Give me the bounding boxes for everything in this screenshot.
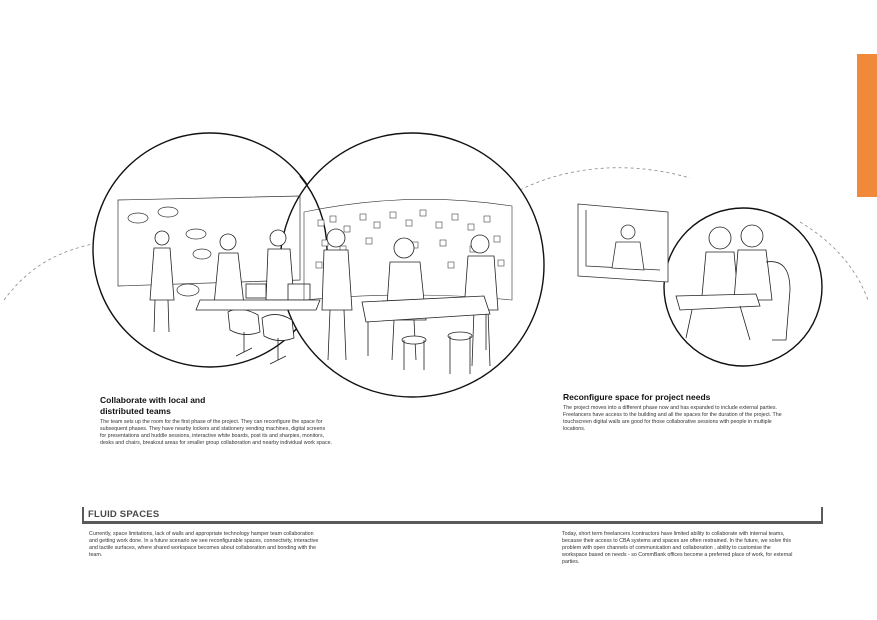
chairs-left <box>195 283 321 365</box>
right-scene-title: Reconfigure space for project needs <box>563 392 711 402</box>
section-paragraph-right: Today, short term freelancers /contracto… <box>562 531 793 565</box>
people-right <box>701 224 791 341</box>
dashed-arc-middle <box>519 167 691 191</box>
people-left <box>149 229 295 333</box>
section-left-tick <box>82 507 84 524</box>
section-paragraph-left: Currently, space limitations, lack of wa… <box>89 531 319 558</box>
section-title: FLUID SPACES <box>88 509 160 520</box>
dashed-arc-left <box>3 241 103 301</box>
right-scene-body: The project moves into a different phase… <box>563 405 782 432</box>
left-scene-title: Collaborate with local and distributed t… <box>100 395 206 416</box>
section-right-tick <box>821 507 823 524</box>
whiteboard-wall <box>117 195 301 297</box>
postit-wall <box>303 198 513 301</box>
orange-page-tab <box>857 54 877 197</box>
desk-right <box>675 293 761 341</box>
section-rule <box>82 521 823 524</box>
table-middle <box>361 295 491 374</box>
digital-wall-screen <box>577 203 669 283</box>
left-scene-body: The team sets up the room for the first … <box>100 419 333 446</box>
